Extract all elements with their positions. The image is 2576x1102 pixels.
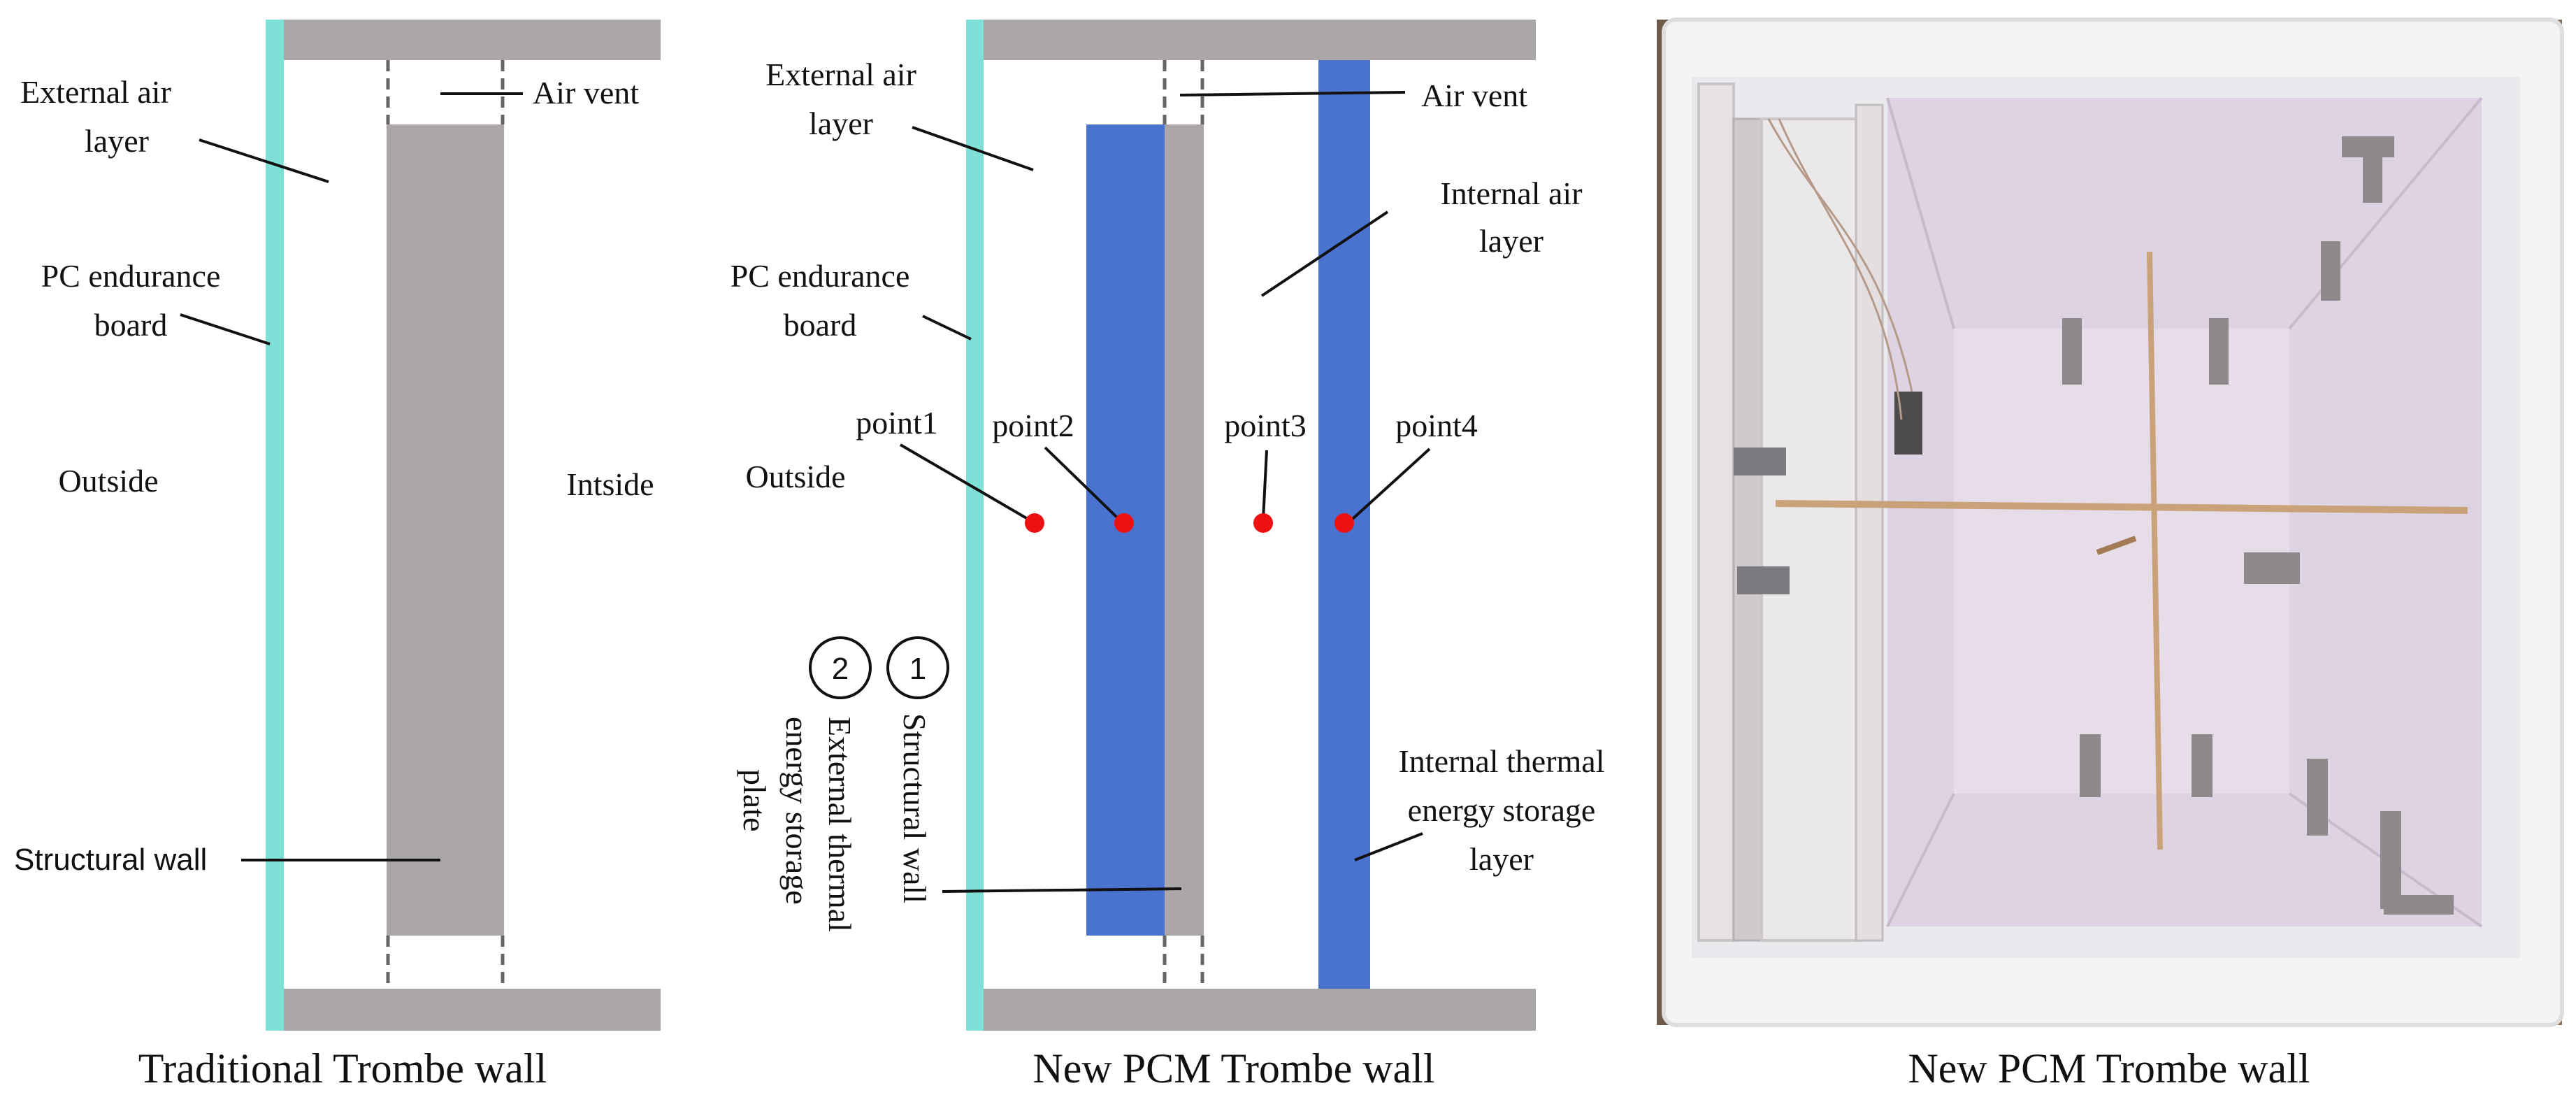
bracket — [2244, 552, 2300, 584]
label-point3: point3 — [1224, 408, 1307, 443]
bottom-slab — [982, 989, 1536, 1031]
sensor-rod-horizontal — [1775, 500, 2468, 514]
pc-board-panel — [1697, 83, 1735, 942]
box-edge-tl — [1886, 97, 1955, 329]
structural-wall — [387, 124, 504, 936]
bracket — [2307, 759, 2328, 836]
bracket — [2080, 734, 2101, 797]
legend-text-2-line3: plate — [737, 769, 772, 831]
leader-external-air — [912, 126, 1034, 171]
leader-air-vent — [1179, 91, 1406, 96]
legend-number-2: 2 — [832, 652, 849, 686]
label-air-vent: Air vent — [533, 75, 639, 110]
leader-point1 — [899, 443, 1029, 520]
internal-layer-panel — [1855, 103, 1884, 942]
bracket — [2209, 318, 2229, 385]
legend-text-1: Structural wall — [897, 713, 933, 903]
leader-pc-board — [922, 315, 972, 341]
measurement-point-4 — [1334, 513, 1354, 533]
label-pc-board-line2: board — [784, 307, 857, 343]
label-internal-storage-line3: layer — [1469, 841, 1534, 877]
pc-endurance-board — [966, 20, 984, 1031]
label-external-air-line1: External air — [765, 57, 916, 92]
wires — [1767, 118, 1913, 420]
storage-plate-panel — [1732, 117, 1763, 942]
legend-circle-1 — [886, 636, 949, 699]
bracket — [2321, 241, 2340, 301]
label-structural-wall: Structural wall — [14, 843, 207, 877]
sensor-rod-vertical — [2147, 251, 2163, 850]
leader-external-air — [199, 138, 329, 183]
clamp — [1737, 566, 1790, 594]
caption-traditional: Traditional Trombe wall — [138, 1045, 547, 1092]
bracket — [2192, 734, 2212, 797]
measurement-point-3 — [1253, 513, 1273, 533]
top-slab — [283, 20, 661, 60]
label-external-air-line1: External air — [20, 74, 171, 110]
leader-point3 — [1262, 450, 1268, 520]
box-far-wall — [1954, 329, 2289, 794]
leader-structural-wall — [942, 887, 1182, 893]
label-air-vent: Air vent — [1421, 78, 1527, 113]
legend-circle-2 — [809, 636, 872, 699]
legend-text-2-line2: energy storage — [779, 717, 815, 905]
legend-number-1: 1 — [909, 652, 926, 686]
photo-of-experimental-box-icon — [1657, 17, 2564, 1027]
measurement-point-1 — [1025, 513, 1044, 533]
label-internal-air-line2: layer — [1479, 223, 1544, 259]
pc-endurance-board — [266, 20, 284, 1031]
label-inside: Intside — [566, 466, 654, 502]
bracket — [2384, 895, 2454, 915]
caption-pcm: New PCM Trombe wall — [1032, 1045, 1434, 1092]
label-external-air-line2: layer — [809, 106, 873, 141]
bottom-slab — [283, 989, 661, 1031]
leader-pc-board — [180, 313, 271, 345]
structural-wall — [1165, 124, 1204, 936]
label-pc-board-line1: PC endurance — [731, 258, 910, 294]
label-outside: Outside — [58, 463, 158, 499]
leader-internal-storage — [1354, 832, 1423, 861]
leader-point4 — [1351, 448, 1431, 520]
clamp — [1734, 448, 1786, 475]
top-slab — [982, 20, 1536, 60]
wall-panel — [1760, 117, 1861, 942]
label-pc-board-line1: PC endurance — [41, 258, 221, 294]
label-pc-board-line2: board — [94, 307, 168, 343]
bracket — [2380, 811, 2401, 909]
label-internal-air-line1: Internal air — [1440, 176, 1582, 211]
label-point2: point2 — [992, 408, 1074, 443]
label-outside: Outside — [745, 459, 845, 494]
label-external-air-line2: layer — [85, 123, 149, 159]
box-edge-bl — [1886, 793, 1955, 927]
label-point1: point1 — [856, 405, 938, 441]
caption-photo: New PCM Trombe wall — [1908, 1045, 2310, 1092]
sensor-rod-cross — [2096, 536, 2137, 555]
bracket — [2062, 318, 2082, 385]
leader-internal-air — [1260, 210, 1389, 297]
pcm-trombe-diagram: External air layer Air vent Internal air… — [731, 20, 1605, 1092]
measurement-point-2 — [1114, 513, 1134, 533]
bracket — [2363, 136, 2382, 203]
leader-point2 — [1044, 446, 1120, 520]
label-internal-storage-line1: Internal thermal — [1398, 743, 1604, 779]
legend-text-2-line1: External thermal — [822, 717, 858, 932]
label-internal-storage-line2: energy storage — [1408, 792, 1596, 828]
traditional-trombe-diagram: External air layer Air vent PC endurance… — [14, 20, 661, 1092]
label-point4: point4 — [1395, 408, 1478, 443]
